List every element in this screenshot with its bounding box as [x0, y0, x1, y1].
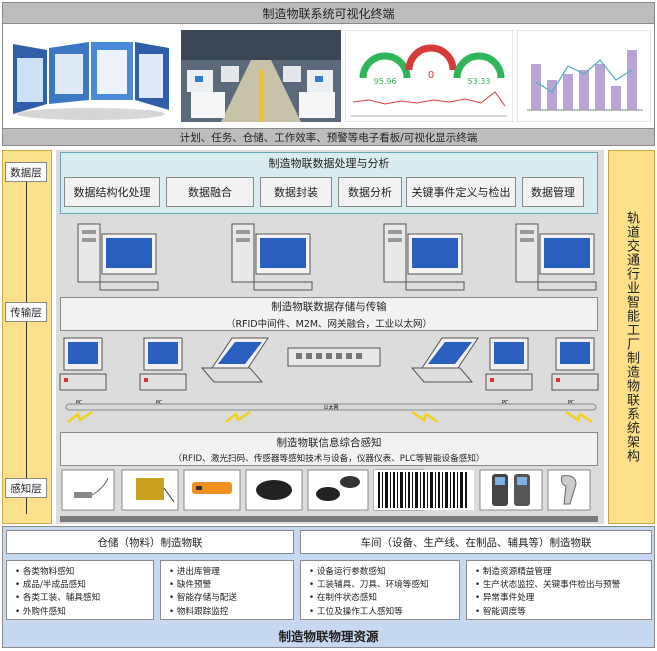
data-item-structuring: 数据结构化处理 [64, 177, 160, 207]
warehouse-header: 仓储（物料）制造物联 [6, 530, 294, 554]
gauge-right-value: 53.33 [468, 77, 491, 86]
list-item: 智能调度等 [475, 606, 651, 619]
server-icon [384, 224, 464, 290]
proximity-sensor-icon [62, 470, 114, 510]
sense-layer-box: 制造物联信息综合感知 （RFID、激光扫码、传感器等感知技术与设备，仪器仪表、P… [60, 432, 598, 466]
pc-icon: PC [552, 338, 598, 406]
architecture-title: 轨道交通行业智能工厂制造物联系统架构 [608, 150, 655, 524]
transport-layer-box: 制造物联数据存储与传输 （RFID中间件、M2M、网关融合，工业以太网） [60, 297, 598, 331]
list-item: 各类工装、辅具感知 [15, 592, 153, 605]
server-workstations [56, 218, 604, 298]
laptop-icon [412, 338, 478, 382]
server-icon [232, 224, 312, 290]
rfid-tags-icon [308, 470, 368, 510]
list-item: 工装辅具、刀具、环境等感知 [309, 579, 459, 592]
transport-layer-title: 制造物联数据存储与传输 [271, 299, 387, 314]
list-item: 在制件状态感知 [309, 592, 459, 605]
layer-label-sense: 感知层 [5, 478, 47, 498]
layer-label-transport: 传输层 [5, 302, 47, 322]
list-item: 物料跟踪监控 [169, 606, 293, 619]
bar-chart-image [517, 30, 651, 122]
gauge-dashboard-image: 95.96 0 53.33 [345, 30, 513, 122]
wireless-signal-icon [566, 412, 592, 422]
handheld-terminal-icon [480, 470, 542, 510]
data-item-management: 数据管理 [522, 177, 584, 207]
server-icon [516, 224, 596, 290]
dashboard-gallery: 95.96 0 53.33 [2, 24, 655, 128]
list-item: 智能存储与配送 [169, 592, 293, 605]
dashboard-caption: 计划、任务、仓储、工作效率、预警等电子看板/可视化显示终端 [2, 128, 655, 146]
handheld-scanner-icon [548, 470, 590, 510]
top-title: 制造物联系统可视化终端 [2, 2, 655, 24]
monitor-wall-image [7, 30, 175, 122]
data-layer-title: 制造物联数据处理与分析 [60, 154, 598, 172]
gauge-left-value: 95.96 [374, 77, 397, 86]
laptop-icon [202, 338, 268, 382]
list-item: 工位及操作工人感知等 [309, 606, 459, 619]
pc-icon: PC [60, 338, 106, 406]
list-item: 成品/半成品感知 [15, 579, 153, 592]
workshop-header: 车间（设备、生产线、在制品、辅具等）制造物联 [300, 530, 652, 554]
warehouse-management-list: 进出库管理 缺件预警 智能存储与配送 物料跟踪监控 [160, 560, 294, 620]
list-item: 异常事件处理 [475, 592, 651, 605]
network-switch-icon [288, 348, 380, 366]
pc-icon: PC [486, 338, 532, 406]
warehouse-sensing-list: 各类物料感知 成品/半成品感知 各类工装、辅具感知 外购件感知 [6, 560, 154, 620]
sense-layer-title: 制造物联信息综合感知 [277, 435, 382, 450]
wireless-signal-icon [68, 412, 92, 422]
barcode-scanner-icon [184, 470, 240, 510]
list-item: 制造资源精益管理 [475, 566, 651, 579]
list-item: 生产状态监控、关键事件检出与预警 [475, 579, 651, 592]
wireless-signal-icon [412, 412, 438, 422]
device-bus [60, 516, 598, 522]
list-item: 设备运行参数感知 [309, 566, 459, 579]
layer-label-data: 数据层 [5, 162, 47, 182]
physical-resources-title: 制造物联物理资源 [2, 622, 655, 648]
pc-icon: PC [140, 338, 186, 406]
list-item: 缺件预警 [169, 579, 293, 592]
layer-column [2, 150, 52, 524]
gauge-mid-value: 0 [428, 70, 434, 81]
tilt-sensor-icon [122, 470, 178, 510]
workshop-sensing-list: 设备运行参数感知 工装辅具、刀具、环境等感知 在制件状态感知 工位及操作工人感知… [300, 560, 460, 620]
data-item-fusion: 数据融合 [166, 177, 254, 207]
wireless-signal-icon [226, 412, 250, 422]
rfid-reader-icon [246, 470, 302, 510]
list-item: 进出库管理 [169, 566, 293, 579]
sense-layer-subtitle: （RFID、激光扫码、传感器等感知技术与设备，仪器仪表、PLC等智能设备感知） [173, 452, 484, 464]
barcode-icon [374, 470, 474, 510]
network-devices: PC PC PC PC 以太网 [56, 334, 604, 430]
list-item: 外购件感知 [15, 606, 153, 619]
workshop-management-list: 制造资源精益管理 生产状态监控、关键事件检出与预警 异常事件处理 智能调度等 [466, 560, 652, 620]
layer-axis [26, 180, 27, 514]
data-item-encapsulation: 数据封装 [260, 177, 332, 207]
factory-floor-image [181, 30, 341, 122]
list-item: 各类物料感知 [15, 566, 153, 579]
ethernet-bus-label: 以太网 [323, 404, 338, 411]
server-icon [78, 224, 158, 290]
data-item-analysis: 数据分析 [338, 177, 402, 207]
data-item-key-events: 关键事件定义与检出 [406, 177, 516, 207]
transport-layer-subtitle: （RFID中间件、M2M、网关融合，工业以太网） [226, 316, 432, 330]
